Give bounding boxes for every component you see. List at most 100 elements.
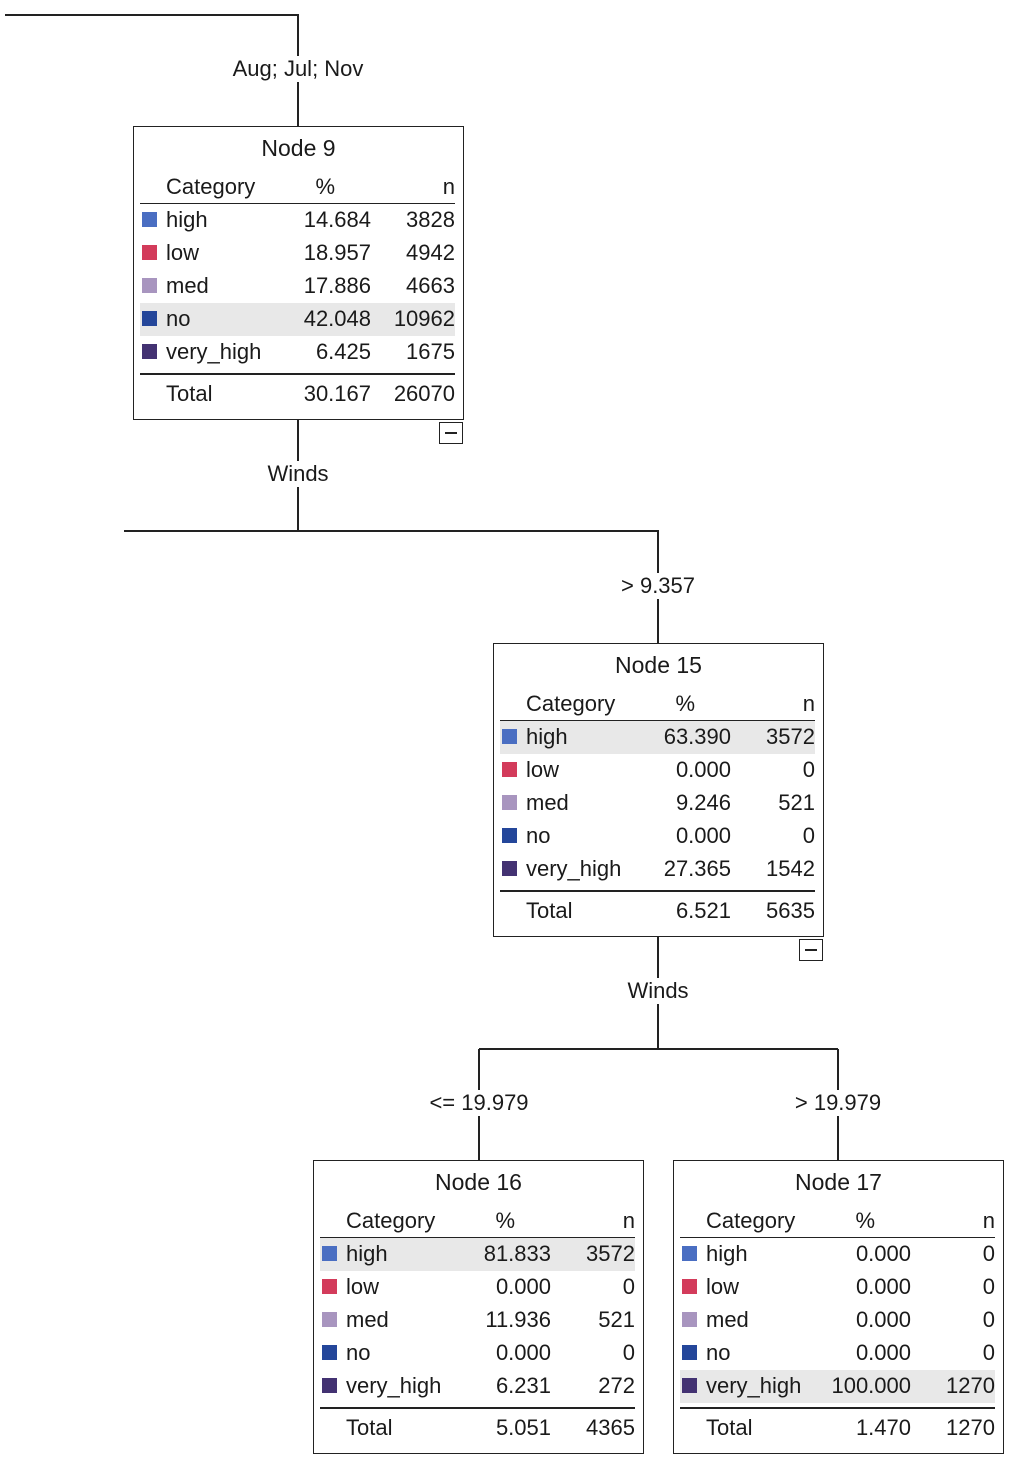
row-n: 0	[982, 1274, 995, 1299]
edge-label-node9-split: Winds	[265, 461, 331, 487]
category-color-swatch	[322, 1312, 337, 1327]
edge-label-top-split: Aug; Jul; Nov	[230, 56, 366, 82]
row-percent: 0.000	[855, 1340, 911, 1365]
row-percent: 6.425	[315, 339, 371, 364]
total-label: Total	[706, 1415, 753, 1440]
row-category: low	[706, 1274, 740, 1299]
header-category: Category	[526, 691, 616, 716]
category-color-swatch	[502, 729, 517, 744]
row-category: no	[166, 306, 191, 331]
total-n: 4365	[586, 1415, 635, 1440]
category-color-swatch	[322, 1378, 337, 1393]
node15-collapse-button[interactable]	[799, 939, 823, 961]
row-n: 0	[622, 1274, 635, 1299]
row-percent: 0.000	[675, 757, 731, 782]
category-color-swatch	[682, 1279, 697, 1294]
row-percent: 100.000	[831, 1373, 911, 1398]
row-n: 0	[982, 1340, 995, 1365]
row-percent: 0.000	[855, 1274, 911, 1299]
total-percent: 1.470	[855, 1415, 911, 1440]
edge-label-node15-to-node17: > 19.979	[792, 1090, 884, 1116]
table-total-row: Total 5.051 4365	[320, 1407, 635, 1447]
row-category: very_high	[706, 1373, 802, 1398]
table-header-row: Category% n	[500, 688, 815, 721]
header-percent: %	[675, 691, 695, 716]
category-color-swatch	[142, 311, 157, 326]
total-percent: 30.167	[303, 381, 371, 406]
header-n: n	[982, 1208, 995, 1233]
row-percent: 11.936	[485, 1307, 551, 1332]
edge-node15-to-children	[478, 937, 839, 1161]
row-percent: 18.957	[303, 240, 371, 265]
row-category: high	[166, 207, 208, 232]
header-category: Category	[346, 1208, 436, 1233]
total-label: Total	[166, 381, 213, 406]
row-percent: 0.000	[675, 823, 731, 848]
row-n: 0	[982, 1241, 995, 1266]
row-n: 0	[802, 823, 815, 848]
edge-parent-to-node9	[5, 14, 299, 126]
row-category: low	[166, 240, 200, 265]
total-label: Total	[346, 1415, 393, 1440]
row-percent: 0.000	[855, 1241, 911, 1266]
row-n: 521	[598, 1307, 635, 1332]
row-n: 0	[982, 1307, 995, 1332]
row-percent: 17.886	[303, 273, 371, 298]
header-percent: %	[855, 1208, 875, 1233]
row-percent: 14.684	[303, 207, 371, 232]
row-category: low	[346, 1274, 380, 1299]
header-n: n	[802, 691, 815, 716]
category-color-swatch	[142, 245, 157, 260]
row-percent: 42.048	[303, 306, 371, 331]
row-n: 272	[598, 1373, 635, 1398]
node-title: Node 9	[261, 135, 336, 161]
total-n: 5635	[766, 898, 815, 923]
row-n: 0	[622, 1340, 635, 1365]
table-header-row: Category%n	[140, 171, 455, 204]
row-category: no	[346, 1340, 371, 1365]
category-color-swatch	[322, 1345, 337, 1360]
row-category: very_high	[166, 339, 262, 364]
category-color-swatch	[322, 1279, 337, 1294]
total-percent: 6.521	[675, 898, 731, 923]
row-percent: 6.231	[495, 1373, 551, 1398]
node-title: Node 15	[615, 652, 702, 678]
total-percent: 5.051	[495, 1415, 551, 1440]
row-category: high	[346, 1241, 388, 1266]
row-category: very_high	[526, 856, 622, 881]
row-category: med	[346, 1307, 389, 1332]
row-n: 3572	[586, 1241, 635, 1266]
row-percent: 27.365	[663, 856, 731, 881]
category-color-swatch	[142, 278, 157, 293]
row-percent: 0.000	[495, 1340, 551, 1365]
node9-collapse-button[interactable]	[439, 422, 463, 444]
header-category: Category	[166, 174, 256, 199]
node-title: Node 17	[795, 1169, 882, 1195]
row-percent: 63.390	[663, 724, 731, 749]
category-color-swatch	[142, 212, 157, 227]
row-n: 521	[778, 790, 815, 815]
row-percent: 9.246	[675, 790, 731, 815]
category-color-swatch	[682, 1312, 697, 1327]
row-n: 4942	[406, 240, 455, 265]
category-color-swatch	[142, 344, 157, 359]
